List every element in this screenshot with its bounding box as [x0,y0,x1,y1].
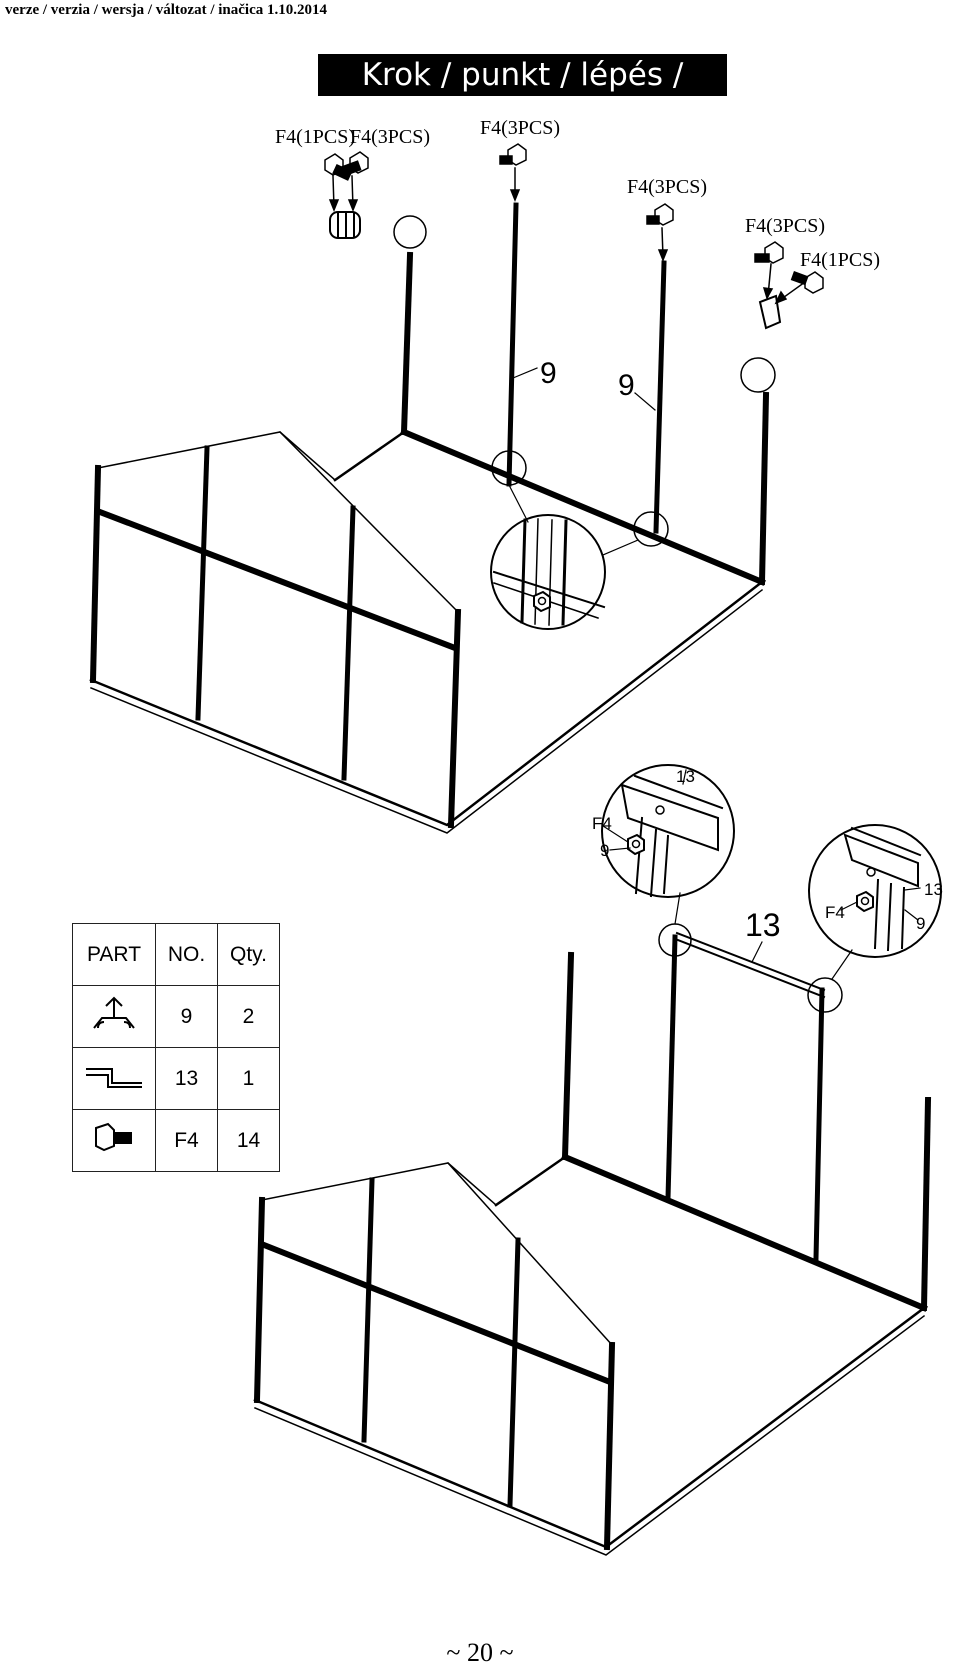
version-line: verze / verzia / wersja / változat / ina… [5,2,327,18]
parts-table: PART NO. Qty. 9 2 [72,923,280,1172]
part-no: 13 [155,1047,218,1110]
part-label: 9 [618,369,635,402]
profile-9-icon [93,996,135,1029]
page-number: ~ 20 ~ [446,1638,514,1667]
bolts-upper [324,143,824,330]
header-qty: Qty. [217,923,280,986]
part-qty: 14 [217,1109,280,1172]
bolt-label: F4(1PCS) [275,126,355,148]
detail-label: 9 [916,914,925,933]
bolt-label: F4(3PCS) [627,176,707,198]
header-no: NO. [155,923,218,986]
step-title: Krok / punkt / lépés / korak 6 [318,54,727,135]
detail-label: 9 [600,841,609,860]
bolt-label: F4(1PCS) [800,249,880,271]
table-row: F4 14 [72,1109,280,1172]
part-no: F4 [155,1109,218,1172]
bolt-label: F4(3PCS) [480,117,560,139]
part-qty: 1 [217,1047,280,1110]
detail-callouts-lower [601,764,942,1013]
detail-label: F4 [592,814,612,833]
part-label: 9 [540,357,557,390]
upper-greenhouse-frame [89,202,770,834]
bolt-label: F4(3PCS) [350,126,430,148]
table-header-row: PART NO. Qty. [72,923,280,986]
detail-label: 13 [924,880,943,899]
detail-label: 13 [676,767,695,786]
lower-greenhouse-frame [253,931,932,1556]
bolt-icon [95,1122,132,1151]
bolt-label: F4(3PCS) [745,215,825,237]
table-row: 13 1 [72,1047,280,1110]
table-row: 9 2 [72,985,280,1048]
part-label: 13 [745,907,781,943]
upper-labels: F4(1PCS) F4(3PCS) F4(3PCS) F4(3PCS) F4(3… [275,117,880,402]
profile-13-icon [86,1067,142,1088]
detail-callouts-upper [393,215,776,630]
lower-labels: 13 13 F4 9 13 F4 9 [592,767,943,943]
part-qty: 2 [217,985,280,1048]
detail-label: F4 [825,903,845,922]
part-no: 9 [155,985,218,1048]
header-part: PART [72,923,156,986]
